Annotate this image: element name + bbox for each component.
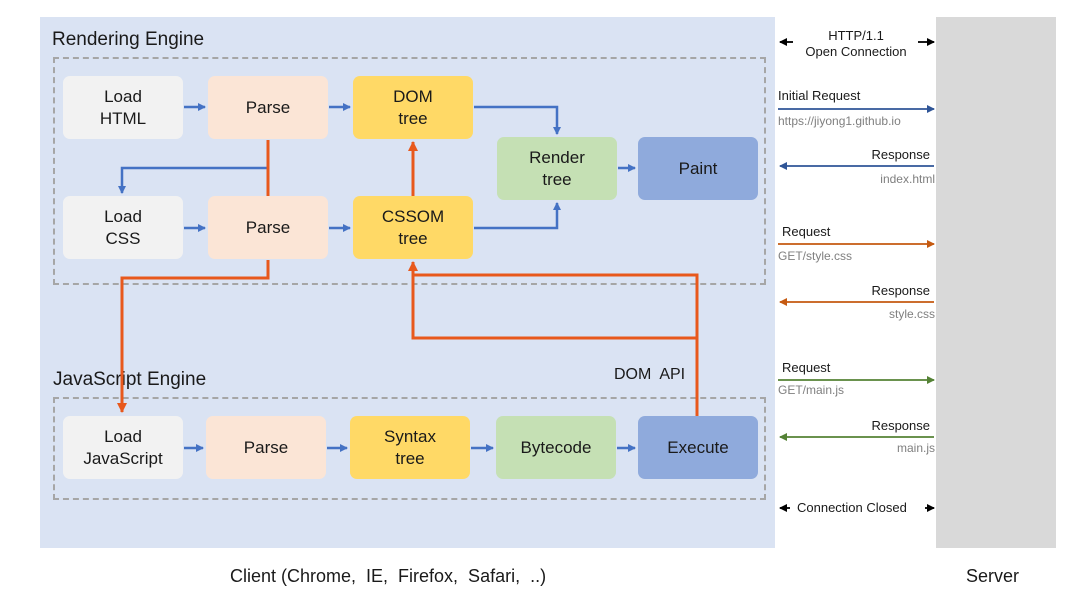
load-html-node: Load HTML xyxy=(63,76,183,139)
paint-node: Paint xyxy=(638,137,758,200)
orange-parse-css-to-load-js xyxy=(117,260,270,413)
rendering-engine-box xyxy=(53,57,766,285)
response-css-file: style.css xyxy=(888,307,935,321)
server-panel xyxy=(936,17,1056,548)
javascript-engine-box xyxy=(53,397,766,500)
arrow-parse-html-to-load-css xyxy=(118,166,268,194)
bytecode-node: Bytecode xyxy=(496,416,616,479)
load-css-node: Load CSS xyxy=(63,196,183,259)
javascript-engine-title: JavaScript Engine xyxy=(53,369,207,390)
render-tree-node: Render tree xyxy=(497,137,617,200)
connection-closed-label: Connection Closed xyxy=(797,500,907,515)
client-label: Client (Chrome, IE, Firefox, Safari, ..) xyxy=(230,566,547,586)
cssom-tree-node: CSSOM tree xyxy=(353,196,473,259)
request-css-label: Request xyxy=(782,224,831,239)
syntax-tree-node: Syntax tree xyxy=(350,416,470,479)
parse-css-node: Parse xyxy=(208,196,328,259)
response-js-label: Response xyxy=(871,418,930,433)
request-js-path: GET/main.js xyxy=(778,383,845,397)
request-css-path: GET/style.css xyxy=(778,249,853,263)
orange-dom-api-branch xyxy=(411,275,697,340)
response-html-label: Response xyxy=(871,147,930,162)
execute-node: Execute xyxy=(638,416,758,479)
arrow-dom-to-render xyxy=(474,105,561,135)
server-label: Server xyxy=(966,566,1020,586)
dom-api-label: DOM API xyxy=(614,366,686,383)
parse-js-node: Parse xyxy=(206,416,326,479)
rendering-engine-title: Rendering Engine xyxy=(52,29,205,50)
dom-tree-node: DOM tree xyxy=(353,76,473,139)
parse-html-node: Parse xyxy=(208,76,328,139)
response-html-file: index.html xyxy=(880,172,935,186)
orange-execute-dom-api xyxy=(408,261,699,416)
initial-request-url: https://jiyong1.github.io xyxy=(778,114,901,128)
response-js-file: main.js xyxy=(896,441,935,455)
open-connection-label: HTTP/1.1 Open Connection xyxy=(805,28,907,59)
load-javascript-node: Load JavaScript xyxy=(63,416,183,479)
request-js-label: Request xyxy=(782,360,831,375)
response-css-label: Response xyxy=(871,283,930,298)
arrow-cssom-to-render xyxy=(474,202,561,230)
initial-request-label: Initial Request xyxy=(778,88,861,103)
